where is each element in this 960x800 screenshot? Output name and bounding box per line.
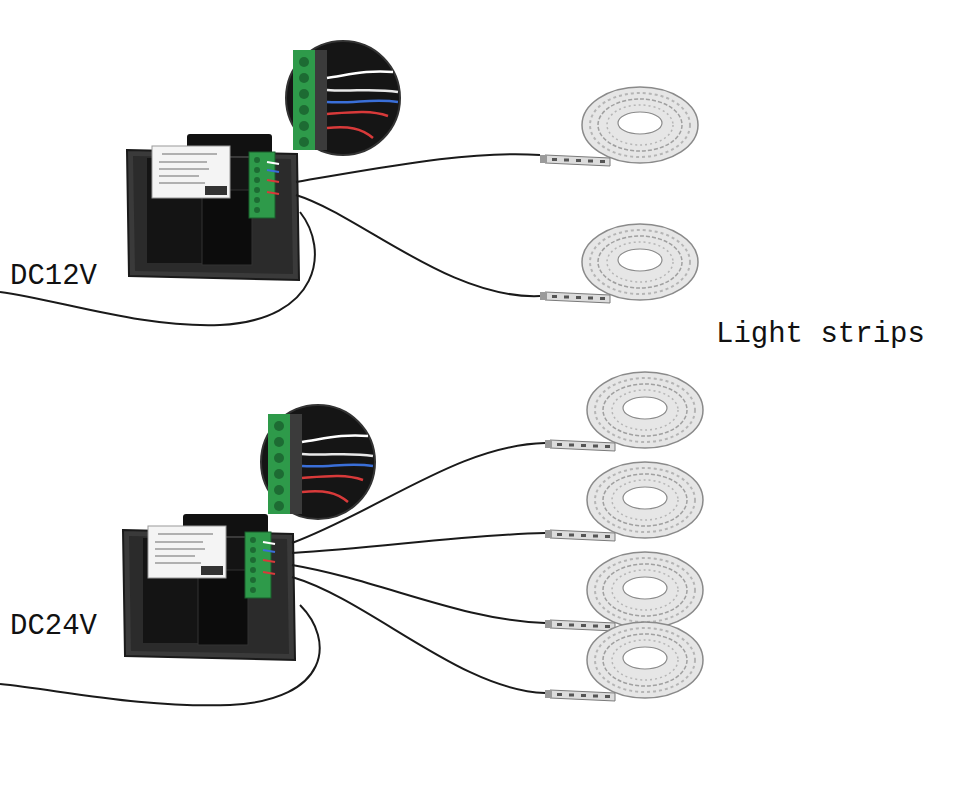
controller-panel xyxy=(127,134,299,280)
text-label: Light strips xyxy=(716,320,925,349)
light-strip-reel xyxy=(545,622,703,701)
controller-panel xyxy=(123,514,295,660)
light-strip-reel xyxy=(545,462,703,541)
light-strip-reel xyxy=(540,224,698,303)
strip-wire xyxy=(296,195,540,296)
terminal-inset xyxy=(261,405,375,519)
text-label: DC12V xyxy=(10,262,97,291)
light-strip-reel xyxy=(545,372,703,451)
strip-wire xyxy=(292,533,545,553)
wires xyxy=(0,154,540,325)
strip-wire xyxy=(292,443,545,543)
strip-wire xyxy=(292,565,545,623)
strip-wire xyxy=(296,154,540,182)
light-strip-reel xyxy=(540,87,698,166)
strip-wire xyxy=(292,577,545,693)
power-wire xyxy=(0,212,315,325)
wires xyxy=(0,443,545,705)
power-wire xyxy=(0,605,320,705)
text-label: DC24V xyxy=(10,612,97,641)
light-strip-reel xyxy=(545,552,703,631)
terminal-inset xyxy=(286,41,400,155)
